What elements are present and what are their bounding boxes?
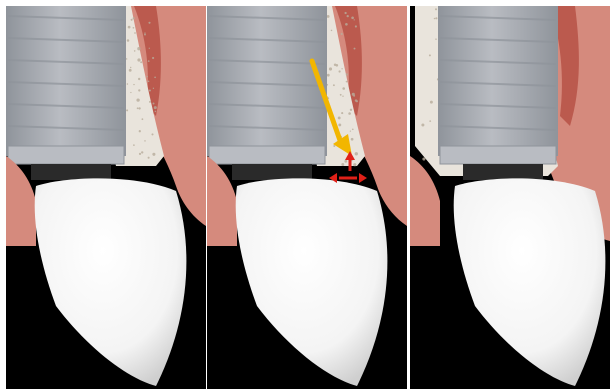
implant-collar bbox=[8, 146, 124, 164]
panel-1 bbox=[6, 6, 206, 389]
abutment bbox=[463, 164, 543, 180]
panel-3-illustration bbox=[410, 6, 610, 389]
panel-1-illustration bbox=[6, 6, 206, 389]
implant-body bbox=[6, 6, 126, 156]
abutment bbox=[232, 164, 312, 180]
implant-body bbox=[207, 6, 327, 156]
abutment bbox=[31, 164, 111, 180]
implant-collar bbox=[440, 146, 556, 164]
implant-body bbox=[438, 6, 558, 156]
implant-collar bbox=[209, 146, 325, 164]
panel-2 bbox=[207, 6, 407, 389]
panel-3 bbox=[410, 6, 610, 389]
panel-2-illustration bbox=[207, 6, 407, 389]
